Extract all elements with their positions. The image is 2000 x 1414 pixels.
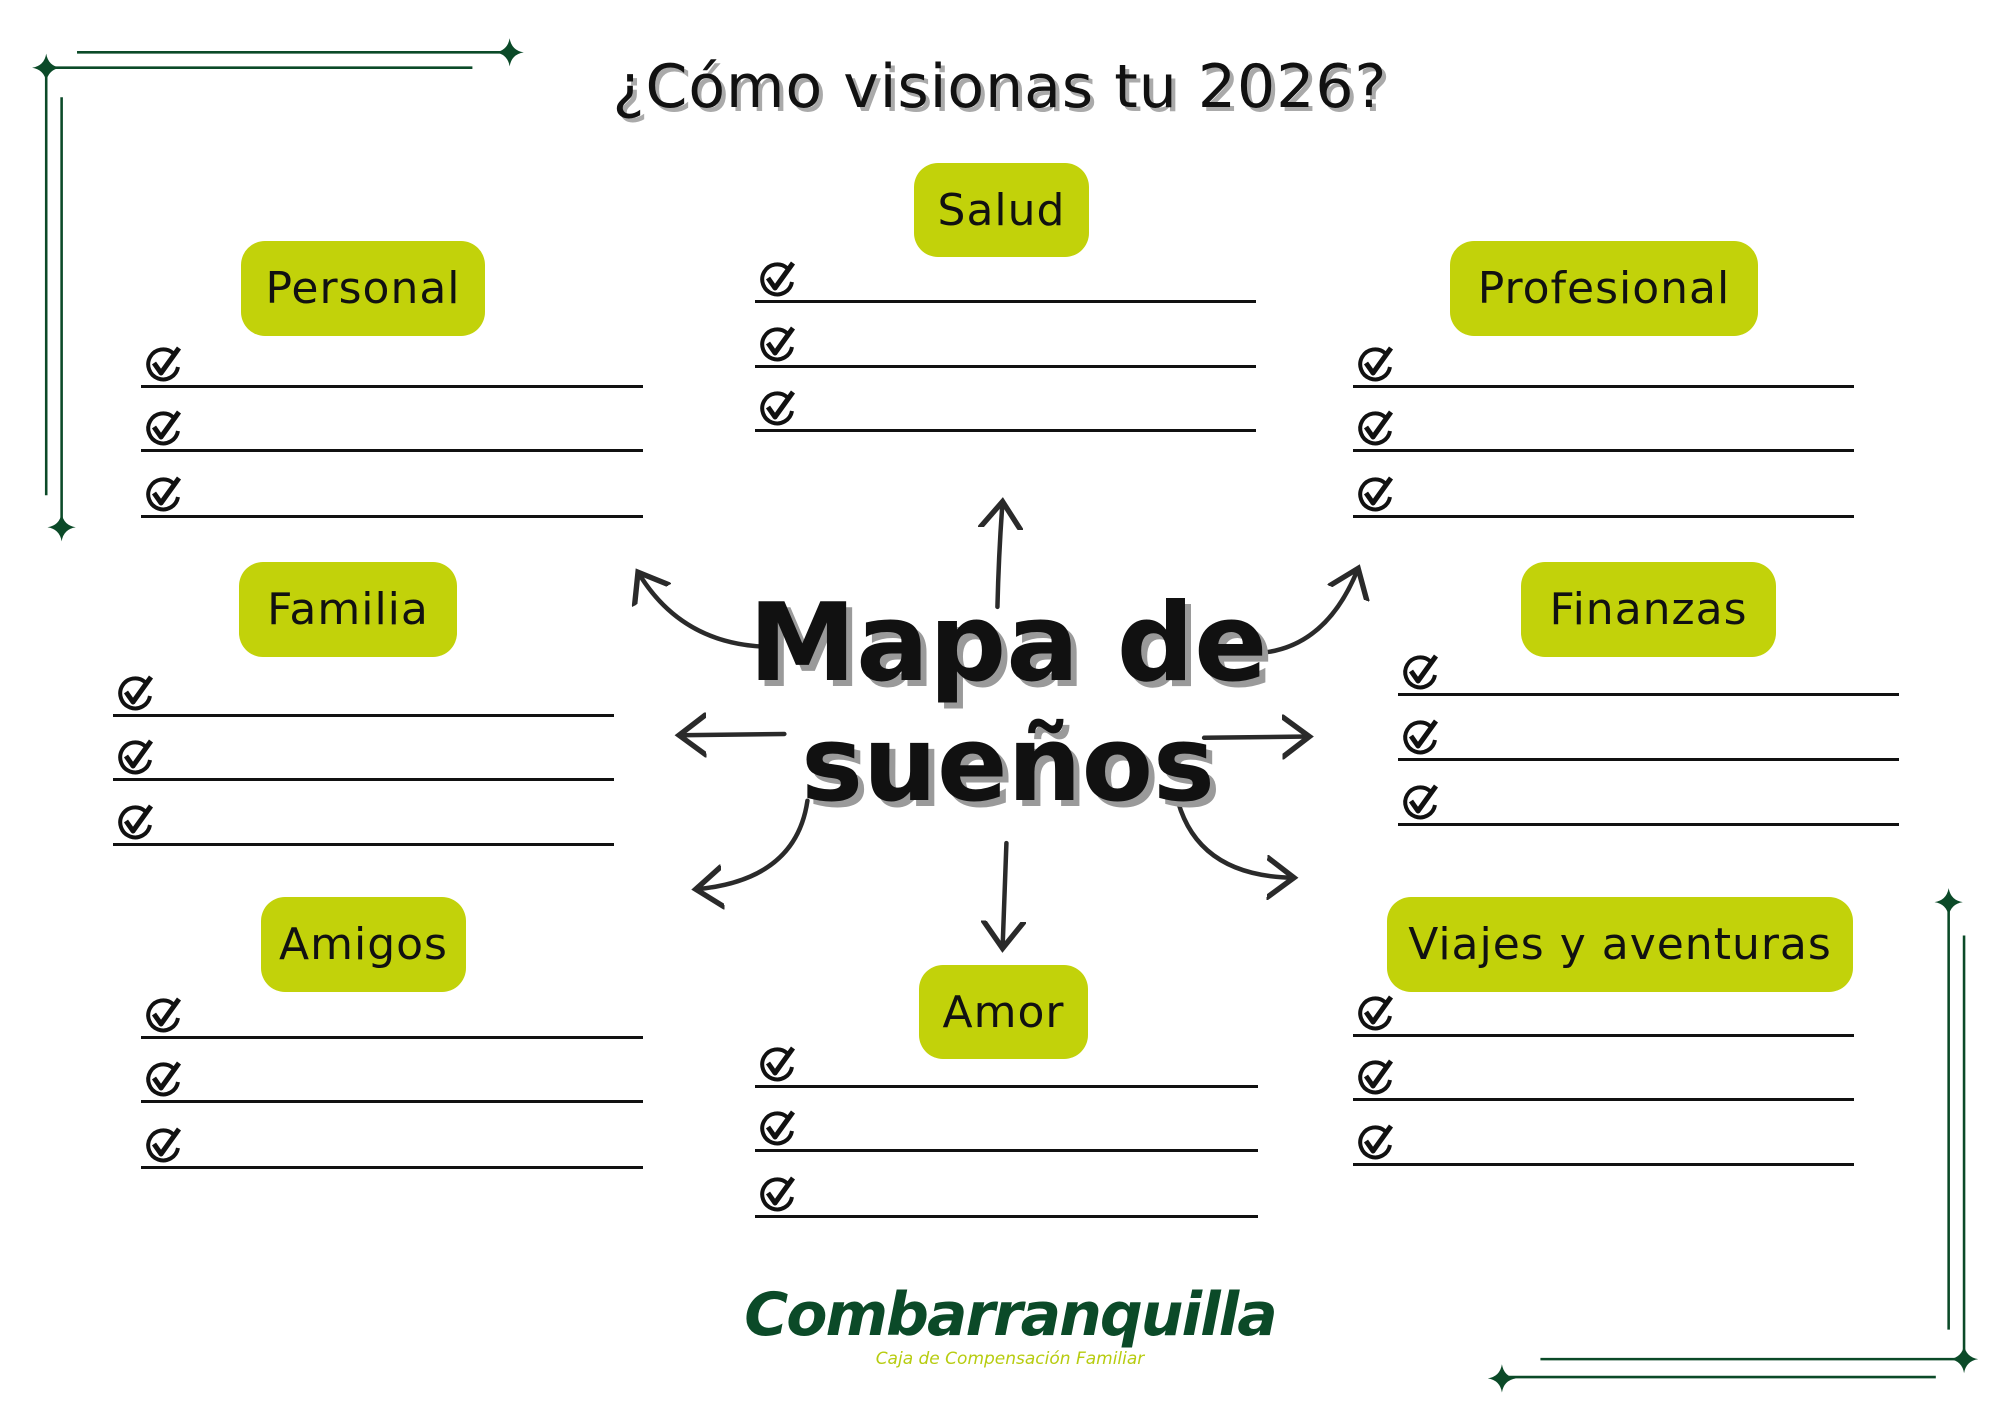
arrow-left-icon — [679, 734, 787, 735]
arrow-lower-left-icon — [696, 798, 810, 890]
section-label: Profesional — [1450, 241, 1758, 336]
page-title: ¿Cómo visionas tu 2026? — [612, 52, 1388, 122]
check-circle-icon — [1355, 1056, 1397, 1098]
arrow-down-icon — [1003, 840, 1007, 948]
section-label: Personal — [241, 241, 485, 336]
write-in-line[interactable] — [1398, 693, 1899, 696]
check-circle-icon — [1355, 407, 1397, 449]
logo-tagline: Caja de Compensación Familiar — [875, 1349, 1145, 1369]
check-circle-icon — [1355, 992, 1397, 1034]
check-circle-icon — [143, 1058, 185, 1100]
check-circle-icon — [1355, 343, 1397, 385]
write-in-line[interactable] — [141, 449, 643, 452]
center-title-line2: sueños — [801, 703, 1215, 825]
check-circle-icon — [757, 323, 799, 365]
write-in-line[interactable] — [1398, 823, 1899, 826]
check-circle-icon — [143, 1124, 185, 1166]
star-icon — [1487, 1364, 1517, 1393]
write-in-line[interactable] — [1398, 758, 1899, 761]
write-in-line[interactable] — [1353, 1163, 1854, 1166]
section-label: Amigos — [261, 897, 466, 992]
check-circle-icon — [1400, 716, 1442, 758]
check-circle-icon — [143, 343, 185, 385]
arrow-lower-right-icon — [1173, 790, 1294, 878]
check-circle-icon — [1400, 651, 1442, 693]
write-in-line[interactable] — [755, 300, 1256, 303]
section-label: Familia — [239, 562, 457, 657]
write-in-line[interactable] — [755, 1215, 1258, 1218]
star-icon — [47, 513, 76, 542]
write-in-line[interactable] — [141, 385, 643, 388]
check-circle-icon — [115, 672, 157, 714]
section-label: Amor — [919, 965, 1088, 1059]
corner-frame-bottom-right — [1504, 902, 1966, 1379]
check-circle-icon — [757, 258, 799, 300]
write-in-line[interactable] — [755, 1149, 1258, 1152]
write-in-line[interactable] — [1353, 449, 1854, 452]
arrow-upper-left-icon — [638, 572, 767, 649]
write-in-line[interactable] — [113, 714, 614, 717]
check-circle-icon — [757, 387, 799, 429]
star-icon — [1934, 888, 1963, 917]
arrow-right-icon — [1201, 737, 1309, 738]
section-label: Finanzas — [1521, 562, 1776, 657]
arrow-upper-right-icon — [1239, 568, 1358, 656]
write-in-line[interactable] — [755, 1085, 1258, 1088]
center-title-line1: Mapa de — [748, 581, 1268, 706]
check-circle-icon — [757, 1043, 799, 1085]
write-in-line[interactable] — [1353, 515, 1854, 518]
check-circle-icon — [143, 473, 185, 515]
check-circle-icon — [757, 1173, 799, 1215]
check-circle-icon — [143, 994, 185, 1036]
logo-name: Combarranquilla — [744, 1280, 1277, 1350]
write-in-line[interactable] — [141, 1100, 643, 1103]
write-in-line[interactable] — [141, 1166, 643, 1169]
check-circle-icon — [1355, 473, 1397, 515]
write-in-line[interactable] — [1353, 1034, 1854, 1037]
check-circle-icon — [115, 801, 157, 843]
section-label: Viajes y aventuras — [1387, 897, 1853, 992]
check-circle-icon — [143, 407, 185, 449]
write-in-line[interactable] — [141, 515, 643, 518]
check-circle-icon — [757, 1107, 799, 1149]
brand-logo: Combarranquilla Caja de Compensación Fam… — [660, 1285, 1360, 1369]
write-in-line[interactable] — [1353, 385, 1854, 388]
write-in-line[interactable] — [113, 843, 614, 846]
write-in-line[interactable] — [1353, 1098, 1854, 1101]
write-in-line[interactable] — [113, 778, 614, 781]
star-icon — [1949, 1344, 1979, 1374]
check-circle-icon — [1355, 1121, 1397, 1163]
write-in-line[interactable] — [755, 365, 1256, 368]
section-label: Salud — [914, 163, 1089, 257]
write-in-line[interactable] — [755, 429, 1256, 432]
corner-frame-top-left — [44, 51, 511, 528]
check-circle-icon — [115, 736, 157, 778]
check-circle-icon — [1400, 781, 1442, 823]
arrow-up-icon — [997, 502, 1002, 610]
write-in-line[interactable] — [141, 1036, 643, 1039]
